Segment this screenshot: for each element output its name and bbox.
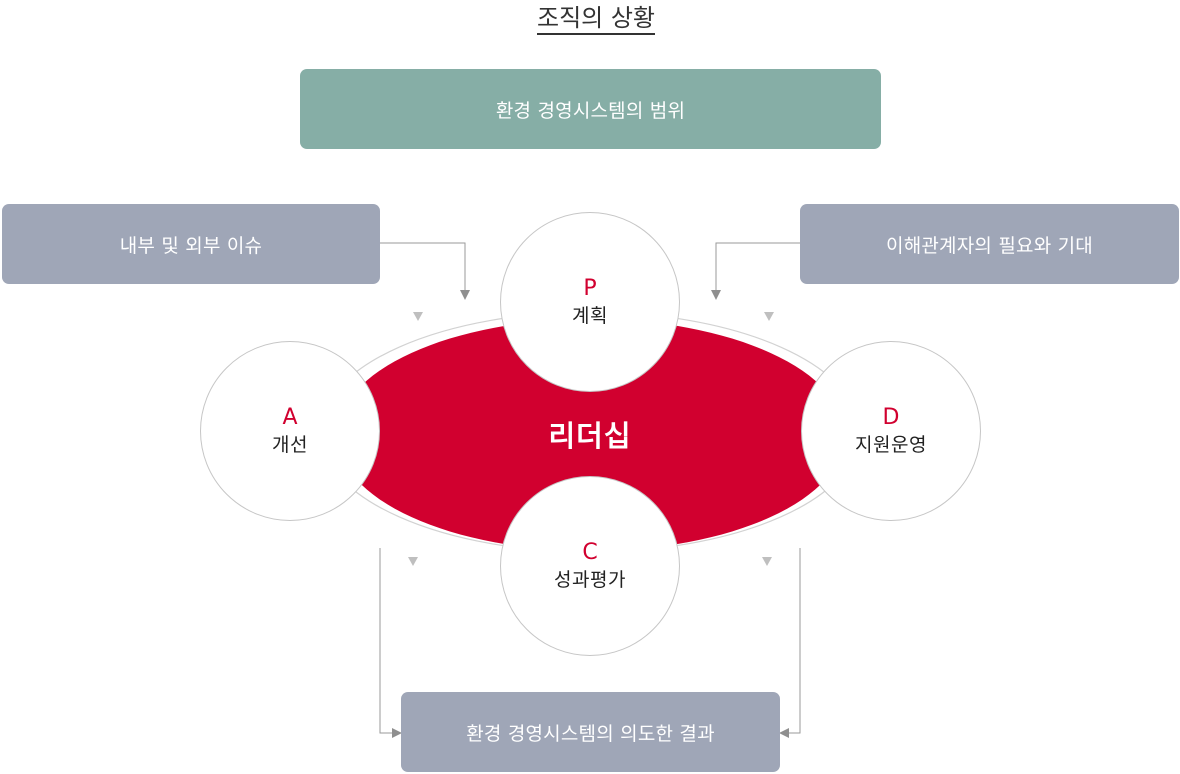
do-node: D 지원운영 — [801, 341, 981, 521]
check-node: C 성과평가 — [500, 476, 680, 656]
intended-results-box: 환경 경영시스템의 의도한 결과 — [401, 692, 780, 772]
cycle-arrow-check-to-act — [408, 557, 418, 566]
internal-external-issues-label: 내부 및 외부 이슈 — [119, 234, 263, 257]
leadership-label: 리더십 — [548, 419, 632, 453]
intended-results-label: 환경 경영시스템의 의도한 결과 — [466, 722, 715, 745]
stakeholder-needs-box: 이해관계자의 필요와 기대 — [800, 204, 1179, 284]
act-node: A 개선 — [200, 341, 380, 521]
check-letter: C — [582, 540, 598, 565]
cycle-arrow-act-to-plan — [413, 312, 423, 321]
act-name: 개선 — [272, 434, 308, 456]
right-results-connector-arrow — [779, 548, 801, 738]
cycle-arrow-do-to-check — [762, 557, 772, 566]
do-letter: D — [882, 405, 900, 430]
plan-name: 계획 — [572, 305, 608, 327]
internal-external-issues-box: 내부 및 외부 이슈 — [2, 204, 380, 284]
plan-node: P 계획 — [500, 212, 680, 392]
page-title: 조직의 상황 — [0, 2, 1180, 35]
check-name: 성과평가 — [554, 569, 626, 591]
act-letter: A — [282, 405, 298, 430]
leadership-ellipse — [337, 319, 845, 551]
plan-letter: P — [583, 276, 597, 301]
needs-connector-arrow — [711, 242, 800, 300]
issues-connector-arrow — [380, 242, 470, 300]
left-results-connector-arrow — [379, 548, 402, 738]
do-name: 지원운영 — [855, 434, 927, 456]
scope-box: 환경 경영시스템의 범위 — [300, 69, 881, 149]
scope-label: 환경 경영시스템의 범위 — [495, 99, 686, 122]
stakeholder-needs-label: 이해관계자의 필요와 기대 — [886, 234, 1093, 257]
page-title-text: 조직의 상황 — [536, 4, 656, 35]
cycle-arrow-plan-to-do — [764, 312, 774, 321]
